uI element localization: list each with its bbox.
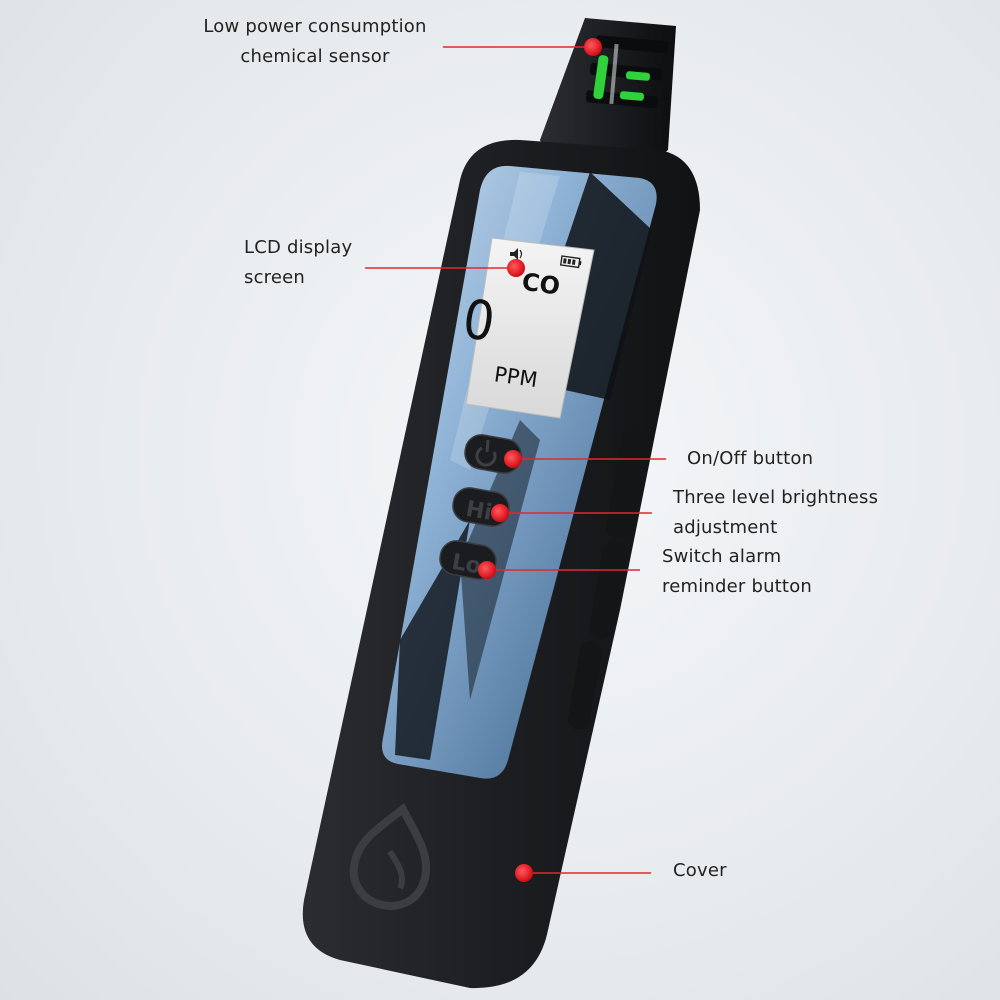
cover-callout-dot [515, 864, 533, 882]
brightness-callout-label: Three level brightness adjustment [673, 487, 879, 538]
lcd-gas-label: CO [520, 268, 562, 301]
power-icon [475, 439, 497, 467]
sensor-green-strip [593, 55, 609, 100]
high-button-label: Hi [464, 497, 494, 526]
brightness-callout-dot [491, 504, 509, 522]
battery-icon [559, 255, 582, 269]
low-button-label: Lo [450, 550, 483, 580]
sensor-callout-dot [584, 38, 602, 56]
speaker-icon [510, 248, 523, 260]
cover-callout-label: Cover [673, 860, 727, 881]
side-grip [568, 430, 648, 730]
sensor-head [540, 18, 676, 178]
lcd-callout-dot [507, 259, 525, 277]
flame-icon [349, 802, 431, 910]
power-callout-label: On/Off button [687, 448, 814, 469]
callout-lines [365, 46, 666, 874]
lcd-unit: PPM [493, 362, 539, 392]
lcd-callout-label: LCD display screen [244, 237, 353, 288]
alarm-callout-dot [478, 561, 496, 579]
lcd-screen: CO 0 PPM [459, 237, 595, 419]
power-callout-dot [504, 450, 522, 468]
sensor-callout-label: Low power consumption chemical sensor [203, 16, 427, 67]
device: CO 0 PPM Hi Lo [302, 18, 700, 989]
callout-dots [478, 38, 602, 882]
alarm-callout-label: Switch alarm reminder button [662, 546, 813, 597]
